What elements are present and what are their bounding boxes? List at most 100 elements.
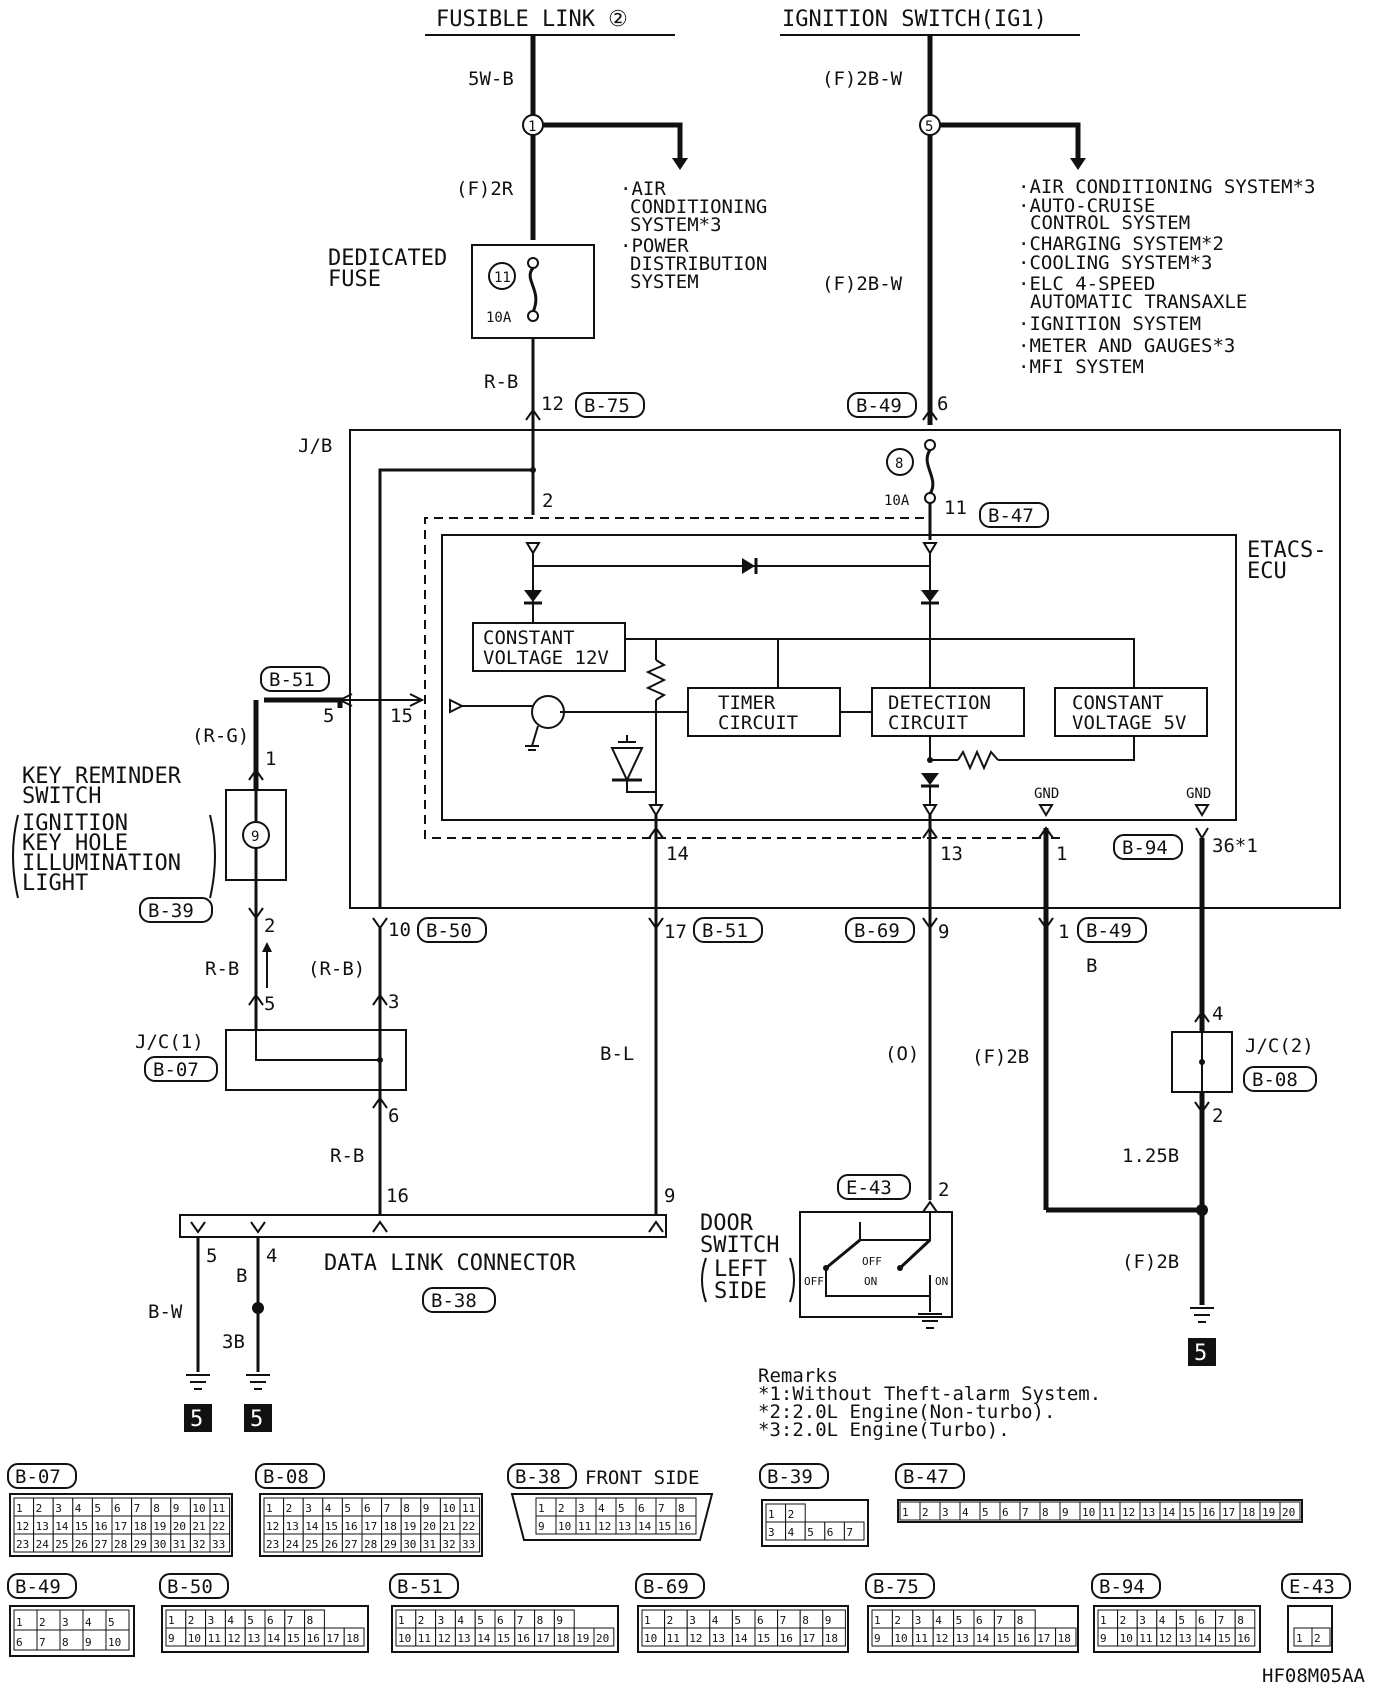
door-off-2: OFF — [862, 1255, 882, 1268]
door-contact-2 — [898, 1238, 932, 1270]
remarks-2: *2:2.0L Engine(Non-turbo). — [758, 1401, 1055, 1423]
ecu-supply-bus — [625, 638, 1135, 688]
face-b75-pin-number: 12 — [935, 1632, 948, 1645]
wire-color-b-w: B-W — [148, 1301, 183, 1323]
face-b69-pin-number: 4 — [712, 1614, 719, 1627]
ecu-output-arrow-13 — [922, 804, 938, 817]
wire-resistor-5v — [998, 736, 1135, 761]
face-b08-pin-number: 26 — [325, 1538, 338, 1551]
face-b75-pin-number: 2 — [894, 1614, 901, 1627]
face-b49-pin-number: 3 — [62, 1616, 69, 1629]
door-contact-1 — [825, 1238, 861, 1270]
diode-detect — [921, 773, 939, 785]
face-b49-pin-number: 10 — [108, 1636, 121, 1649]
wire-color-r-b-key: R-B — [205, 958, 239, 980]
face-b07-pin-number: 16 — [94, 1520, 107, 1533]
face-b38 — [510, 1493, 714, 1541]
detection-circuit-label: DETECTION — [888, 692, 991, 714]
wire-color-f2b-right: (F)2B — [1122, 1251, 1179, 1273]
dlc-pin-5: 5 — [206, 1245, 217, 1267]
wire-color-ig-mid: (F)2B-W — [822, 273, 903, 295]
pin-arrow-dlc-9 — [648, 1220, 664, 1233]
pin-arrow-1b — [1038, 917, 1054, 930]
pin-arrow-door-2 — [922, 1200, 938, 1213]
detection-circuit-label-2: CIRCUIT — [888, 712, 968, 734]
face-b08-pin-number: 15 — [325, 1520, 338, 1533]
wire-color-3b: 3B — [222, 1331, 245, 1353]
connector-b47: B-47 — [988, 505, 1034, 527]
key-reminder-label: KEY REMINDER — [22, 764, 182, 789]
face-b47-pin-cell — [1279, 1501, 1301, 1521]
face-b47-pin-number: 3 — [942, 1506, 949, 1519]
diode-right — [921, 590, 939, 602]
wire-branch-fl — [543, 122, 683, 160]
pin-10: 10 — [388, 919, 411, 941]
connector-b08-tag — [1243, 1066, 1317, 1092]
face-b38-pin-number: 7 — [658, 1502, 665, 1515]
face-b75-pin-number: 16 — [1017, 1632, 1030, 1645]
branch-arrow-ig — [1070, 158, 1086, 170]
connector-b51b: B-51 — [702, 920, 748, 942]
branch-fl-1: CONDITIONING — [630, 196, 767, 218]
face-b07-pin-number: 7 — [134, 1502, 141, 1515]
jc1-junction-dot — [377, 1057, 383, 1063]
face-b75-pin-number: 14 — [976, 1632, 990, 1645]
face-b94-pin-number: 15 — [1218, 1632, 1231, 1645]
branch-arrow-fl — [672, 158, 688, 170]
connector-b07-tag — [144, 1056, 218, 1082]
face-b51-pin-number: 4 — [457, 1614, 464, 1627]
fuse-rating: 10A — [486, 310, 512, 326]
face-b94-pin-number: 14 — [1198, 1632, 1212, 1645]
wire-color-ig-top: (F)2B-W — [822, 68, 903, 90]
face-b49-tag — [7, 1573, 77, 1599]
face-b50-tag — [159, 1573, 229, 1599]
face-b69-pin-number: 17 — [802, 1632, 815, 1645]
face-b39-pin-number: 2 — [788, 1508, 795, 1521]
face-b07-pin-number: 5 — [94, 1502, 101, 1515]
ecu-label: ETACS- — [1247, 538, 1326, 563]
face-b07-tag — [7, 1463, 77, 1489]
face-b07-pin-number: 29 — [134, 1538, 147, 1551]
face-b08-pin-number: 5 — [344, 1502, 351, 1515]
pin-arrow-dlc-16 — [372, 1220, 388, 1233]
face-b39-pin-number: 5 — [807, 1526, 814, 1539]
face-b38-pin-number: 16 — [678, 1520, 691, 1533]
pin-arrow-12 — [525, 408, 541, 421]
wire-color-b-l: B-L — [600, 1043, 634, 1065]
face-b51-pin-number: 20 — [596, 1632, 609, 1645]
pin-arrow-dlc-5 — [190, 1221, 206, 1234]
face-b94-pin-number: 16 — [1237, 1632, 1250, 1645]
face-b94-pin-number: 9 — [1100, 1632, 1107, 1645]
jb-fuse-element — [925, 449, 935, 495]
ecu-input-arrow-11 — [922, 542, 938, 555]
door-switch-label-3: LEFT — [714, 1257, 767, 1282]
face-b50-pin-number: 4 — [227, 1614, 234, 1627]
ecu-gnd-1-arrow — [1038, 804, 1054, 817]
face-b47-pin-number: 7 — [1022, 1506, 1029, 1519]
branch-ig-8: ·METER AND GAUGES*3 — [1018, 335, 1235, 357]
door-paren-right — [789, 1257, 795, 1303]
face-b69-pin-number: 8 — [802, 1614, 809, 1627]
timer-circuit-label: TIMER — [718, 692, 776, 714]
jb-fuse-terminal-top — [924, 439, 936, 451]
face-b08 — [259, 1493, 483, 1557]
face-b51-pin-number: 3 — [438, 1614, 445, 1627]
face-e43 — [1287, 1605, 1333, 1653]
ground-marker-right — [1188, 1338, 1216, 1366]
face-b08-pin-number: 21 — [442, 1520, 455, 1533]
junction-dot-12 — [530, 467, 536, 473]
face-e43-tag — [1281, 1573, 1351, 1599]
face-b69-pin-number: 12 — [689, 1632, 702, 1645]
face-b47-pin-number: 18 — [1242, 1506, 1255, 1519]
jc1-pin-6: 6 — [388, 1105, 399, 1127]
face-b75-pin-number: 4 — [935, 1614, 942, 1627]
detection-circuit-box — [871, 687, 1025, 737]
constant-voltage-12v-label: CONSTANT — [483, 627, 575, 649]
connector-b49: B-49 — [856, 395, 902, 417]
face-b08-pin-number: 1 — [266, 1502, 273, 1515]
face-b07-pin-number: 25 — [55, 1538, 68, 1551]
face-b51-pin-number: 19 — [576, 1632, 589, 1645]
branch-ig-2: CONTROL SYSTEM — [1030, 212, 1190, 234]
face-e43-pin-number: 1 — [1296, 1632, 1303, 1645]
door-contact-2-dot — [897, 1265, 903, 1271]
